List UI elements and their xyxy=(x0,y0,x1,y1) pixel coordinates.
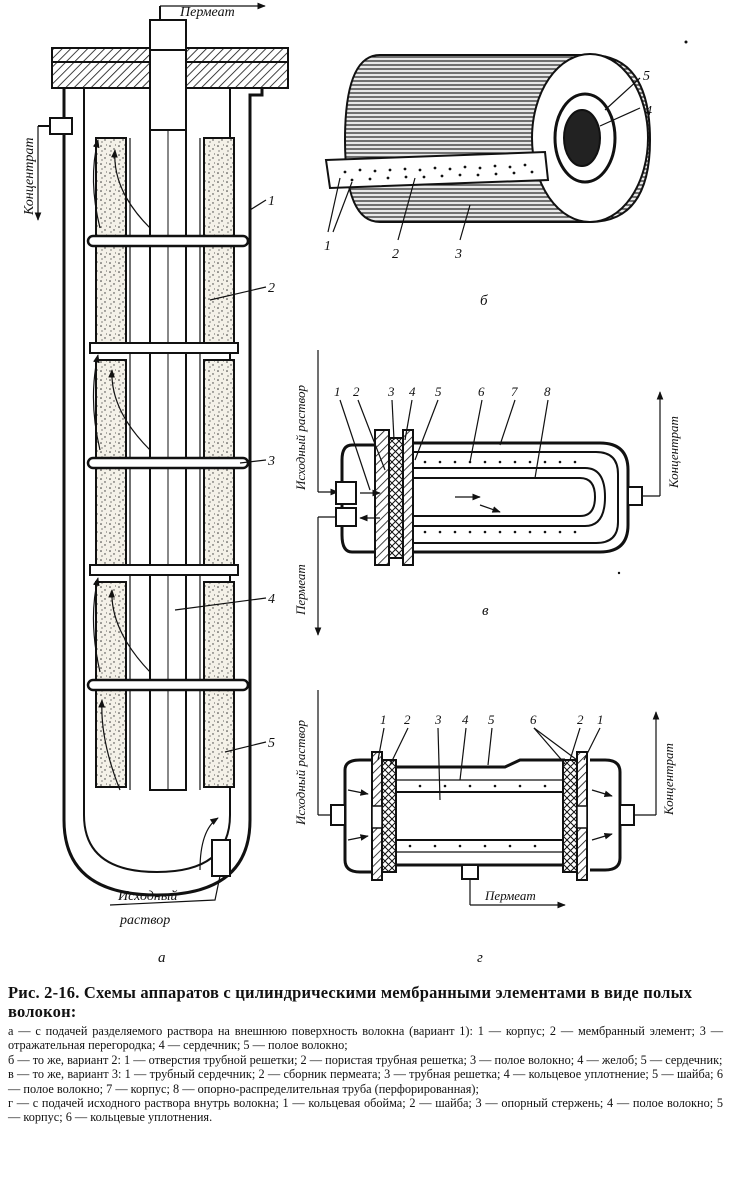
num-g-2: 2 xyxy=(404,712,411,727)
feed-line-a xyxy=(109,875,221,906)
central-tube-top xyxy=(149,49,187,131)
num-v-6: 6 xyxy=(478,384,485,399)
flow-arrows-a xyxy=(92,139,219,871)
num-g-1: 1 xyxy=(380,712,387,727)
fiber-loop-v xyxy=(413,467,607,527)
num-g-2-right: 2 xyxy=(577,712,584,727)
panel-a: Пермеат Концентрат xyxy=(22,2,289,966)
tube-sheet-v xyxy=(388,437,404,559)
panel-g: Исходный раствор Пе xyxy=(293,690,676,966)
num-g-6: 6 xyxy=(530,712,537,727)
concentrate-label-a: Концентрат xyxy=(22,138,37,216)
num-a-5: 5 xyxy=(268,736,275,751)
num-a-4: 4 xyxy=(268,592,275,607)
rod-stub-left xyxy=(371,805,383,829)
support-tube-v xyxy=(413,477,597,517)
figure-caption: Рис. 2-16. Схемы аппаратов с цилиндричес… xyxy=(8,983,723,1125)
leaders-b xyxy=(327,77,641,241)
caption-title: Рис. 2-16. Схемы аппаратов с цилиндричес… xyxy=(8,983,693,1021)
concentrate-label-g: Концентрат xyxy=(661,743,676,816)
feed-label-a-2: раствор xyxy=(119,913,170,928)
feed-label-a-1: Исходный xyxy=(117,889,177,904)
leaders-a xyxy=(174,199,267,753)
panel-b: 1 2 3 4 5 б xyxy=(324,53,652,309)
support-rod xyxy=(395,791,564,841)
num-a-2: 2 xyxy=(268,281,275,296)
num-g-3: 3 xyxy=(434,712,442,727)
num-v-8: 8 xyxy=(544,384,551,399)
core-hole xyxy=(563,109,601,167)
caption-legend-a: а — с подачей разделяемого раствора на в… xyxy=(8,1024,723,1053)
leaders-v xyxy=(339,399,549,491)
rod-stub-right xyxy=(576,805,588,829)
right-cap-g xyxy=(590,758,622,872)
washer-right xyxy=(562,759,578,873)
num-b-1: 1 xyxy=(324,239,331,254)
caption-legend-g: г — с подачей исходного раствора внутрь … xyxy=(8,1096,723,1125)
num-v-1: 1 xyxy=(334,384,341,399)
caption-legend-v: в — то же, вариант 3: 1 — трубный сердеч… xyxy=(8,1067,723,1096)
washer-left xyxy=(381,759,397,873)
flow-arrows-g xyxy=(347,789,613,841)
tube-sheet-holes xyxy=(343,163,534,182)
concentrate-label-v: Концентрат xyxy=(666,416,681,489)
caption-legend-b: б — то же, вариант 2: 1 — отверстия труб… xyxy=(8,1052,723,1067)
num-v-7: 7 xyxy=(511,384,518,399)
figure-drawing: Пермеат Концентрат xyxy=(22,2,688,966)
tube-sheet xyxy=(324,150,550,190)
housing-v-inner xyxy=(400,451,619,544)
num-b-2: 2 xyxy=(392,247,399,262)
panel-g-label: г xyxy=(477,950,483,966)
num-v-5: 5 xyxy=(435,384,442,399)
permeate-nozzle-v xyxy=(335,507,357,527)
baffles xyxy=(86,234,250,692)
feed-nozzle-a xyxy=(211,839,231,877)
outlet-nozzle-g xyxy=(619,804,635,826)
panel-v-label: в xyxy=(482,603,489,619)
stray-dot xyxy=(684,40,688,44)
num-g-5: 5 xyxy=(488,712,495,727)
permeate-nozzle-g xyxy=(461,864,479,880)
flow-arrows-v xyxy=(359,489,501,522)
permeate-label-a: Пермеат xyxy=(179,5,235,20)
permeate-label-g: Пермеат xyxy=(484,888,536,903)
panel-v: Исходный раствор xyxy=(293,350,681,636)
num-b-4: 4 xyxy=(645,104,652,119)
leaders-g xyxy=(377,727,601,801)
housing-shell xyxy=(62,70,264,897)
feed-label-v: Исходный раствор xyxy=(293,385,308,491)
num-b-3: 3 xyxy=(454,247,462,262)
feed-nozzle-v xyxy=(335,481,357,505)
concentrate-nozzle-v xyxy=(627,486,643,506)
left-cap-g xyxy=(343,758,372,874)
permeate-label-v: Пермеат xyxy=(293,564,308,616)
inlet-nozzle-g xyxy=(330,804,346,826)
num-v-4: 4 xyxy=(409,384,416,399)
flange-v-right xyxy=(402,429,414,566)
num-v-3: 3 xyxy=(387,384,395,399)
num-a-1: 1 xyxy=(268,194,275,209)
stray-dot-2 xyxy=(617,571,621,575)
perforations-v xyxy=(423,460,577,534)
num-g-4: 4 xyxy=(462,712,469,727)
num-v-2: 2 xyxy=(353,384,360,399)
num-a-3: 3 xyxy=(267,454,275,469)
num-g-1-right: 1 xyxy=(597,712,604,727)
housing-v xyxy=(400,441,630,554)
separator-plates xyxy=(89,342,239,576)
permeate-nozzle xyxy=(149,19,187,51)
panel-b-label: б xyxy=(480,293,488,309)
dots-g xyxy=(408,784,547,848)
feed-label-g: Исходный раствор xyxy=(293,720,308,826)
concentrate-outlet xyxy=(49,117,73,135)
num-b-5: 5 xyxy=(643,69,650,84)
panel-a-label: а xyxy=(158,950,166,966)
